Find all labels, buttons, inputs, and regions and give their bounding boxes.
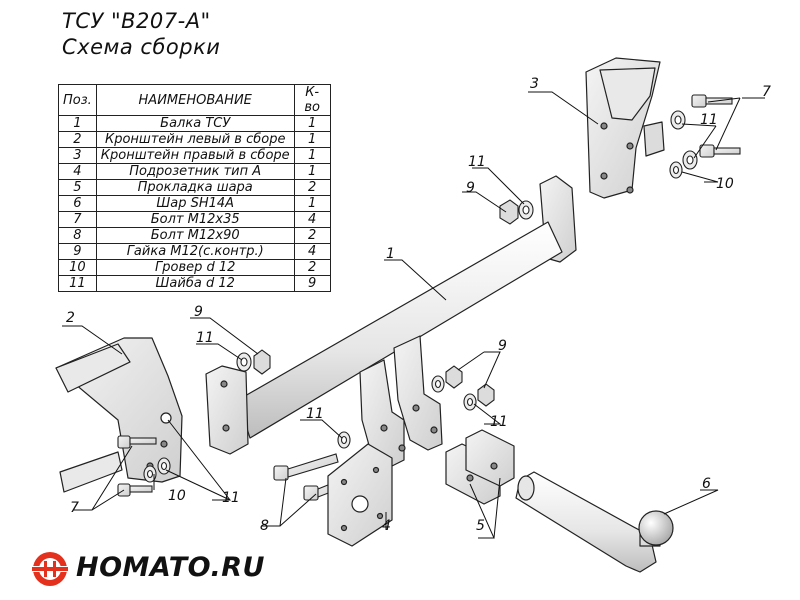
parts-table-header: Поз. НАИМЕНОВАНИЕ К-во	[58, 84, 331, 116]
callout-10-right: 10	[716, 176, 734, 192]
row-name: Гайка М12(с.контр.)	[95, 243, 295, 260]
row-name: Кронштейн правый в сборе	[95, 147, 295, 164]
callout-3: 3	[530, 76, 539, 92]
title-line-2: Схема сборки	[62, 35, 221, 59]
callout-2: 2	[66, 310, 75, 326]
washers-right	[669, 110, 698, 179]
right-bracket	[585, 57, 665, 199]
callout-9-left: 9	[194, 304, 203, 320]
callout-7-left: 7	[70, 500, 79, 516]
callout-11-right: 11	[700, 112, 718, 128]
header-pos: Поз.	[58, 84, 97, 116]
leader-lines	[62, 91, 765, 539]
ball-spacers	[445, 429, 515, 505]
main-beam	[205, 175, 577, 467]
row-qty: 9	[293, 275, 331, 292]
nut-washer-left	[236, 349, 271, 375]
callout-4: 4	[382, 518, 391, 534]
brand-emblem-icon	[28, 552, 72, 586]
callout-1: 1	[386, 246, 395, 262]
row-name: Балка ТСУ	[95, 115, 295, 132]
nuts-washers-center	[337, 365, 495, 449]
row-name: Шайба d 12	[95, 275, 295, 292]
callout-6: 6	[702, 476, 711, 492]
left-bracket	[55, 337, 183, 493]
brand-logo-text: HOMATO.RU	[76, 552, 265, 583]
row-name: Прокладка шара	[95, 179, 295, 196]
title-line-1: ТСУ "В207-А"	[62, 9, 211, 33]
callout-7-right: 7	[762, 84, 771, 100]
callout-labels: 3 7 11 10 11 9 1 2 9 11 11 9 11 7 10 11 …	[66, 76, 771, 534]
callout-11-center: 11	[490, 414, 508, 430]
callout-11-left: 11	[196, 330, 214, 346]
callout-11-top: 11	[468, 154, 486, 170]
callout-9-center: 9	[498, 338, 507, 354]
bolts-m12x35-left	[117, 435, 157, 497]
socket-plate	[327, 443, 393, 547]
row-name: Болт М12х90	[95, 227, 295, 244]
callout-11-mid: 11	[306, 406, 324, 422]
header-qty: К-во	[293, 84, 331, 116]
callout-8: 8	[260, 518, 269, 534]
callout-10-left: 10	[168, 488, 186, 504]
nut-washer-top	[499, 199, 534, 225]
callout-11-bottom-left: 11	[222, 490, 240, 506]
callout-5: 5	[476, 518, 485, 534]
tow-ball	[515, 471, 674, 573]
callout-9-top: 9	[466, 180, 475, 196]
diagram-title: ТСУ "В207-А" Схема сборки	[62, 8, 220, 60]
